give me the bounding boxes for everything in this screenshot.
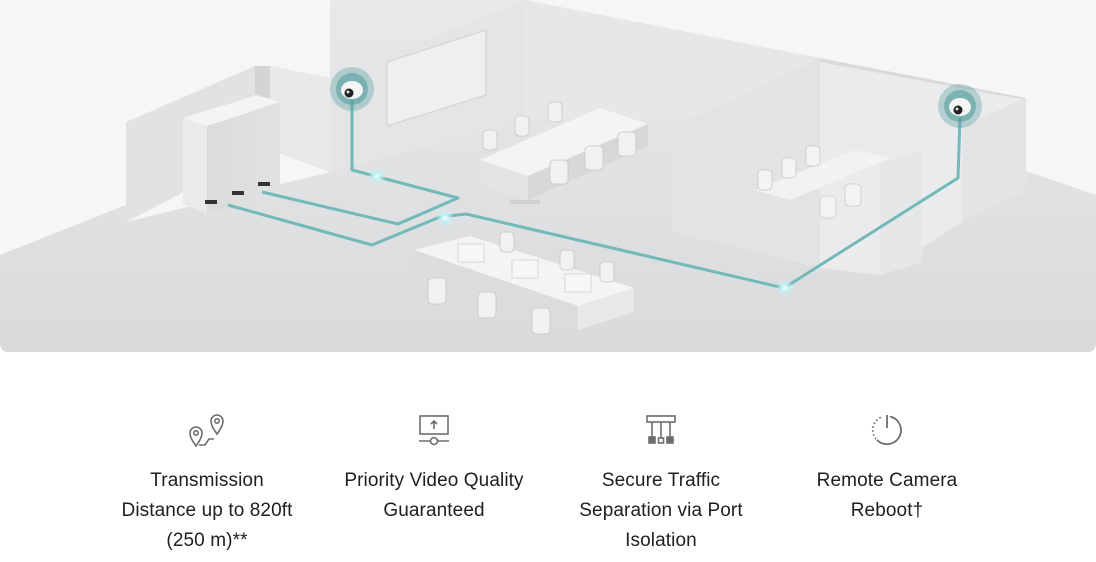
desk-cluster-bottom — [414, 231, 634, 335]
dome-camera-right — [938, 84, 982, 128]
port-isolation-icon — [546, 400, 776, 452]
dome-camera-left — [330, 67, 374, 111]
feature-label: Secure Traffic Separation via Port Isola… — [579, 470, 743, 551]
server-cabinets — [183, 95, 280, 214]
video-priority-icon — [319, 400, 549, 452]
feature-label: Priority Video Quality Guaranteed — [344, 470, 524, 521]
hero-illustration — [0, 0, 1096, 352]
cable-2 — [227, 117, 962, 290]
feature-list: Transmission Distance up to 820ft (250 m… — [0, 400, 1096, 562]
signal-node — [436, 209, 454, 227]
route-pins-icon — [92, 400, 322, 452]
signal-node — [776, 279, 794, 297]
feature-label: Transmission Distance up to 820ft (250 m… — [121, 470, 293, 551]
meeting-table — [755, 150, 890, 200]
office-network-diagram — [0, 0, 1096, 352]
power-reboot-icon — [772, 400, 1002, 452]
network-cables — [227, 100, 962, 290]
feature-label: Remote Camera Reboot† — [816, 470, 958, 521]
feature-port-isolation: Secure Traffic Separation via Port Isola… — [546, 400, 776, 556]
meeting-room-wall — [672, 58, 820, 268]
feature-remote-reboot: Remote Camera Reboot† — [772, 400, 1002, 526]
cable-1 — [261, 100, 460, 226]
signal-node — [368, 167, 386, 185]
feature-priority-video: Priority Video Quality Guaranteed — [319, 400, 549, 526]
desk-cluster-top — [480, 101, 648, 204]
feature-transmission-distance: Transmission Distance up to 820ft (250 m… — [92, 400, 322, 556]
whiteboard — [386, 29, 487, 127]
